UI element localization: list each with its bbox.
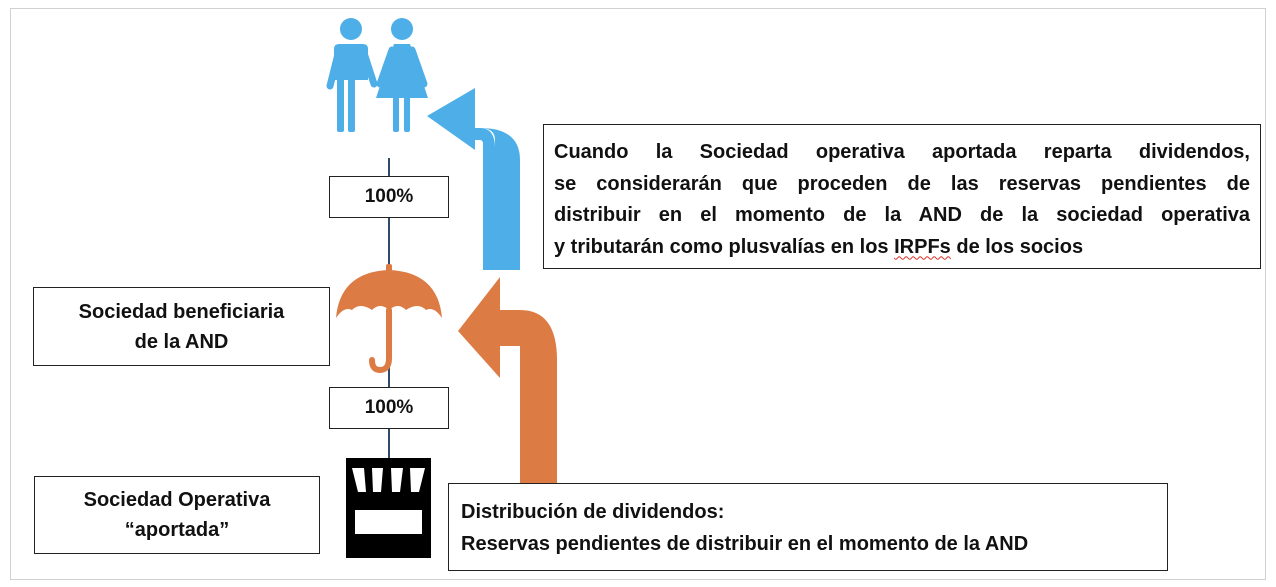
percent-label: 100% bbox=[364, 186, 414, 207]
note-line: se considerarán que proceden de las rese… bbox=[554, 172, 1250, 195]
note-box-dividends-rule: Cuando la Sociedad operativa aportada re… bbox=[543, 124, 1261, 269]
note-box-distribution: Distribución de dividendos: Reservas pen… bbox=[448, 483, 1168, 571]
entity-label-line: Sociedad Operativa bbox=[83, 489, 271, 511]
storefront-icon bbox=[346, 458, 431, 558]
ownership-percent-top: 100% bbox=[329, 176, 449, 218]
entity-label-line: “aportada” bbox=[124, 519, 230, 541]
percent-label: 100% bbox=[364, 397, 414, 418]
entity-box-operativa: Sociedad Operativa “aportada” bbox=[34, 476, 320, 554]
note-line: distribuir en el momento de la AND de la… bbox=[554, 204, 1250, 226]
note-line: y tributarán como plusvalías en los IRPF… bbox=[554, 232, 1250, 264]
note-line: Cuando la Sociedad operativa aportada re… bbox=[554, 141, 1250, 163]
entity-box-beneficiaria: Sociedad beneficiaria de la AND bbox=[33, 287, 330, 366]
note-line: Reservas pendientes de distribuir en el … bbox=[461, 532, 1029, 555]
diagram-frame bbox=[10, 8, 1266, 580]
note-text: y tributarán como plusvalías en los bbox=[554, 235, 895, 258]
note-line: Distribución de dividendos: bbox=[461, 501, 725, 523]
spellcheck-flagged-word: IRPFs bbox=[894, 235, 951, 258]
ownership-percent-bottom: 100% bbox=[329, 387, 449, 429]
entity-label-line: de la AND bbox=[134, 330, 229, 353]
blue-arrow bbox=[427, 88, 520, 270]
note-text: de los socios bbox=[950, 235, 1084, 258]
entity-label-line: Sociedad beneficiaria bbox=[78, 300, 285, 323]
umbrella-icon bbox=[336, 264, 442, 374]
people-icon bbox=[326, 18, 428, 132]
orange-arrow bbox=[458, 277, 557, 490]
